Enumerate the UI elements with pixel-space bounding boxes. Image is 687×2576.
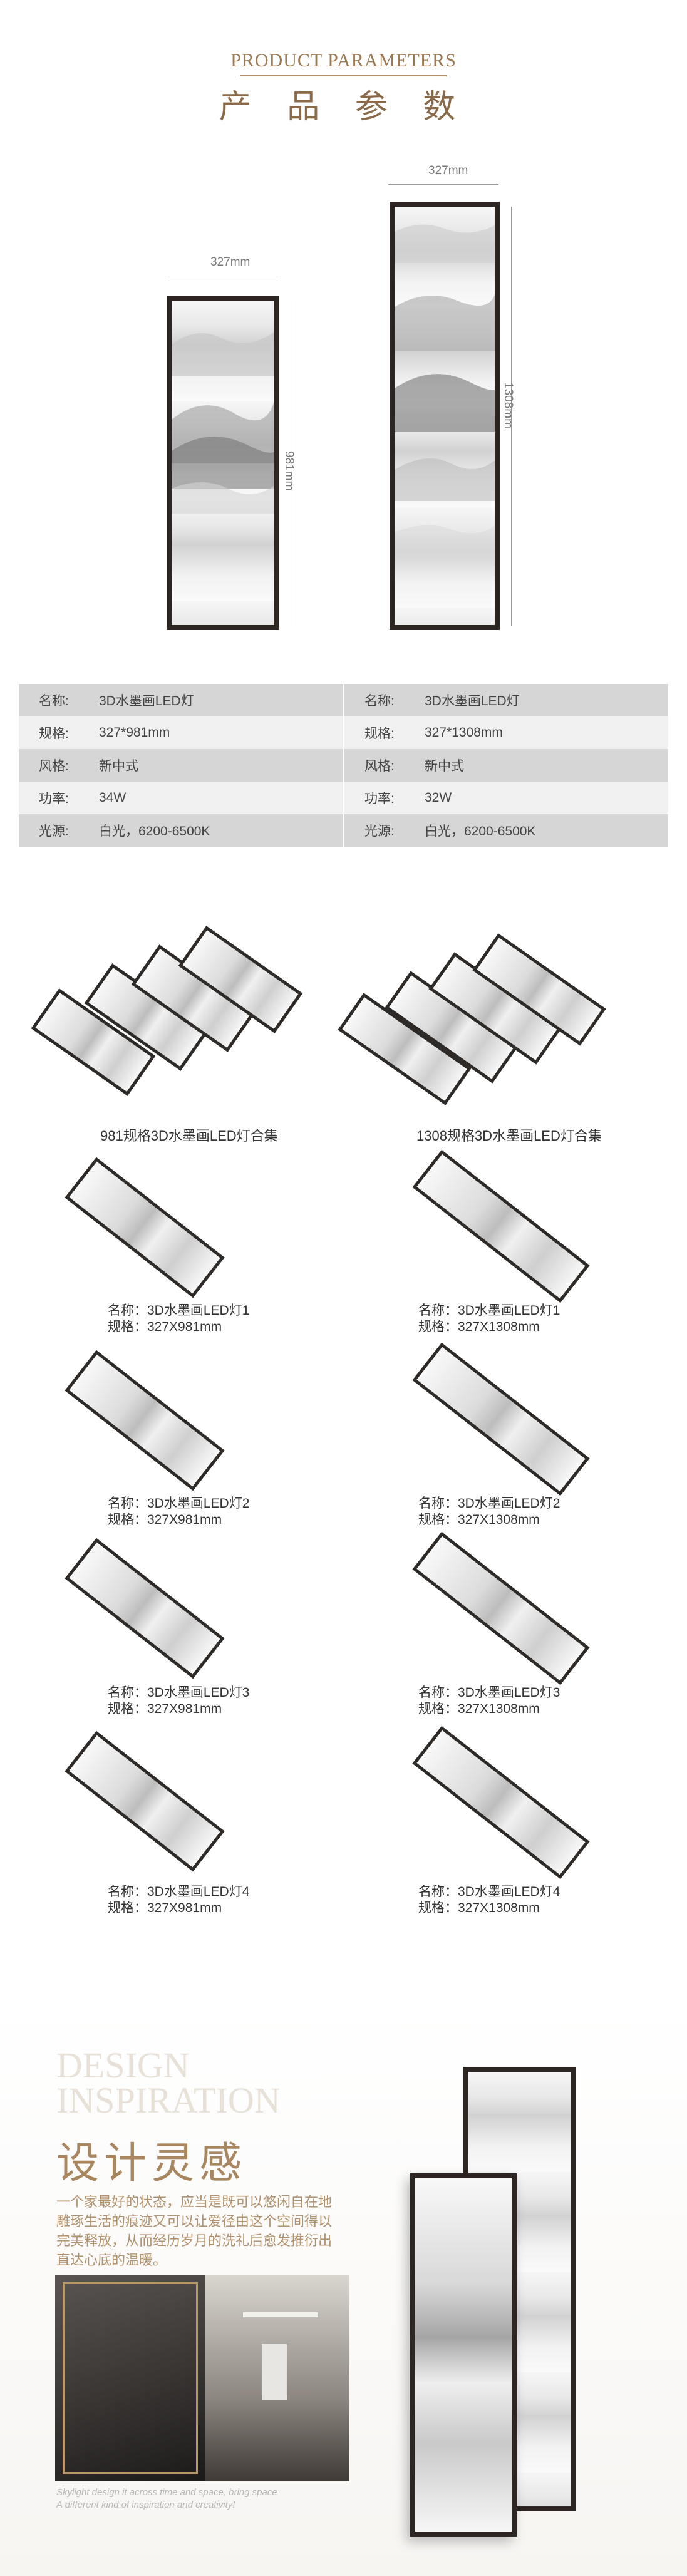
inspiration-photo [55,2275,349,2481]
artist-portrait [55,2275,205,2481]
collection-image-right [338,933,626,1105]
section-title-en: PRODUCT PARAMETERS [230,50,457,71]
inspiration-title-en-1: DESIGN [56,2045,190,2086]
inspiration-title-cn: 设计灵感 [56,2139,247,2188]
product-image-right-4 [412,1725,590,1880]
product-image-right-3 [412,1531,590,1685]
wall-painting [262,2344,287,2400]
collection-caption-right: 1308规格3D水墨画LED灯合集 [416,1128,602,1144]
large-height-label: 1308mm [502,382,515,428]
spec-row: 名称:3D水墨画LED灯 [344,684,668,716]
ink-mountain-icon [395,224,495,557]
product-image-left-4 [65,1730,225,1872]
ceiling-light [243,2312,318,2317]
spec-table-left: 名称:3D水墨画LED灯 规格:327*981mm 风格:新中式 功率:34W … [19,684,343,847]
product-image-left-2 [65,1350,225,1491]
inspiration-footnote: Skylight design it across time and space… [56,2487,277,2510]
item-caption-left-3: 名称：3D水墨画LED灯3 规格：327X981mm [108,1685,250,1716]
item-caption-right-2: 名称：3D水墨画LED灯2 规格：327X1308mm [418,1496,560,1527]
ink-mountain-icon [172,332,274,514]
title-divider [240,75,447,76]
spec-row: 光源:白光，6200-6500K [344,814,668,847]
item-caption-right-4: 名称：3D水墨画LED灯4 规格：327X1308mm [418,1885,560,1915]
large-width-line [388,184,498,185]
spec-row: 规格:327*1308mm [344,716,668,749]
spec-row: 规格:327*981mm [19,716,343,749]
inspiration-product-front [410,2173,517,2537]
inspiration-body: 一个家最好的状态，应当是既可以悠闲自在地 雕琢生活的痕迹又可以让爱径由这个空间得… [56,2194,333,2268]
large-height-line [511,207,512,626]
item-caption-left-2: 名称：3D水墨画LED灯2 规格：327X981mm [108,1496,250,1527]
product-image-right-1 [412,1149,590,1303]
item-caption-right-1: 名称：3D水墨画LED灯1 规格：327X1308mm [418,1303,560,1334]
spec-row: 功率:34W [19,782,343,814]
large-product-frame [390,202,500,630]
small-product-frame [167,296,279,630]
inspiration-title-en-2: INSPIRATION [56,2080,281,2121]
small-height-label: 981mm [282,451,296,491]
spec-row: 功率:32W [344,782,668,814]
collection-caption-left: 981规格3D水墨画LED灯合集 [100,1128,278,1144]
item-caption-left-4: 名称：3D水墨画LED灯4 规格：327X981mm [108,1885,250,1915]
spec-row: 名称:3D水墨画LED灯 [19,684,343,716]
gold-border [63,2282,198,2474]
product-image-right-2 [412,1342,590,1496]
item-caption-left-1: 名称：3D水墨画LED灯1 规格：327X981mm [108,1303,250,1334]
spec-row: 光源:白光，6200-6500K [19,814,343,847]
section-title-cn: 产 品 参 数 [219,88,468,126]
product-image-left-1 [65,1157,225,1298]
spec-row: 风格:新中式 [19,749,343,782]
collection-image-left [31,926,313,1096]
item-caption-right-3: 名称：3D水墨画LED灯3 规格：327X1308mm [418,1685,560,1716]
small-width-label: 327mm [210,256,251,269]
spec-row: 风格:新中式 [344,749,668,782]
spec-table-right: 名称:3D水墨画LED灯 规格:327*1308mm 风格:新中式 功率:32W… [344,684,668,847]
product-image-left-3 [65,1538,225,1679]
large-width-label: 327mm [428,164,468,177]
